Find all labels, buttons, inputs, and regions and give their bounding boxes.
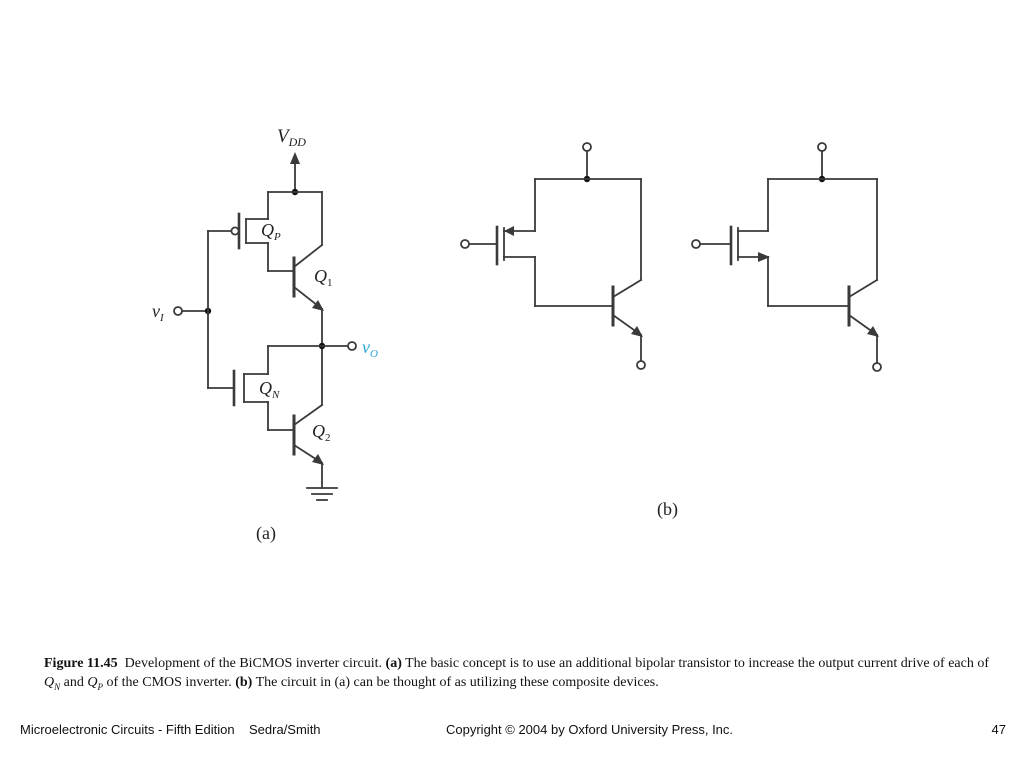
ground-icon — [306, 487, 338, 501]
b2-top-terminal — [817, 142, 827, 152]
qp-gate-bubble — [230, 226, 240, 236]
q2-transistor — [292, 403, 324, 465]
caption-part-a: (a) — [385, 656, 402, 671]
caption-part-b: (b) — [235, 675, 253, 690]
qp-label: QP — [261, 220, 281, 243]
b1-top-terminal — [582, 142, 592, 152]
output-terminal — [347, 341, 357, 351]
qn-transistor — [232, 369, 269, 431]
part-b-label: (b) — [657, 499, 678, 520]
vo-label: vO — [362, 337, 378, 360]
part-a-label: (a) — [256, 523, 276, 544]
q1-label: Q1 — [314, 266, 333, 289]
bicmos-inverter-diagram: VDD QP Q1 vI vO QN Q2 (a) (b) — [152, 126, 882, 544]
q2-label: Q2 — [312, 421, 331, 444]
vdd-arrow-head — [290, 152, 300, 164]
figure-caption: Figure 11.45 Development of the BiCMOS i… — [44, 654, 1004, 692]
b2-bottom-terminal — [872, 362, 882, 372]
b1-bottom-terminal — [636, 360, 646, 370]
footer-page-number: 47 — [991, 722, 1006, 737]
qp-transistor — [207, 212, 269, 272]
q1-transistor — [292, 243, 324, 311]
composite-nmos-bjt — [691, 142, 882, 372]
footer-copyright: Copyright © 2004 by Oxford University Pr… — [446, 722, 734, 737]
footer-book-title: Microelectronic Circuits - Fifth Edition… — [20, 722, 321, 737]
caption-text-1: Development of the BiCMOS inverter circu… — [124, 656, 383, 671]
caption-qn: QN — [44, 675, 61, 692]
qn-label: QN — [259, 378, 280, 401]
b1-gate-terminal — [460, 239, 470, 249]
caption-qp: QP — [87, 675, 103, 692]
b2-gate-terminal — [691, 239, 701, 249]
vdd-label: VDD — [277, 126, 306, 149]
caption-text-2: The basic concept is to use an additiona… — [405, 656, 990, 671]
input-terminal — [173, 306, 183, 316]
vi-label: vI — [152, 301, 165, 324]
caption-text-4: The circuit in (a) can be thought of as … — [255, 675, 659, 690]
composite-pmos-bjt — [460, 142, 646, 370]
caption-and: and — [63, 675, 84, 690]
caption-text-3: of the CMOS inverter. — [106, 675, 232, 690]
circuit-a — [173, 152, 357, 501]
figure-label: Figure 11.45 — [44, 656, 118, 671]
